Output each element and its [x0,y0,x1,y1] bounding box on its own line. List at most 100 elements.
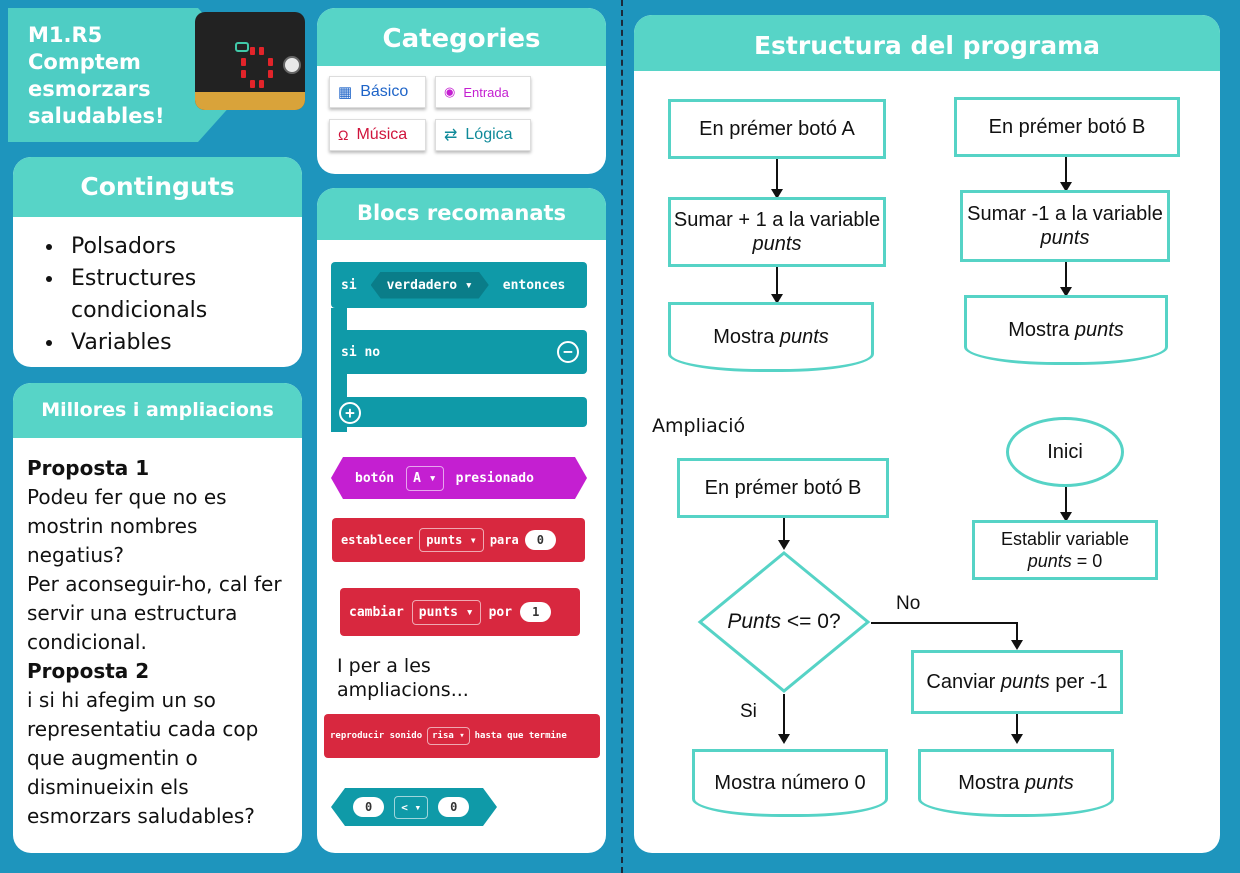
button-keyword: botón [355,470,395,486]
list-item: Polsadors [65,231,302,263]
category-label: Entrada [463,84,509,100]
then-keyword: entonces [502,277,566,293]
dashed-divider [621,0,623,873]
no-label: No [896,593,921,614]
microbit-button-b [283,56,301,74]
category-label: Música [356,126,408,143]
value-input[interactable]: 1 [520,602,552,622]
else-keyword: si no [341,344,381,360]
no-branch-line [871,622,1017,624]
if-block-bottom: + [331,397,587,427]
proposta-1-text-2: Per aconseguir-ho, cal fer servir una es… [27,572,282,654]
if-block-top: si verdadero ▾ entonces [331,262,587,308]
plus-circle-icon[interactable]: + [339,402,361,424]
ampliacions-note: I per a les ampliacions... [337,655,469,701]
to-keyword: para [489,533,519,547]
event-button-b: En prémer botó B [954,97,1180,157]
until-keyword: hasta que termine [474,731,567,741]
continguts-card: Continguts Polsadors Estructures condici… [13,157,302,367]
change-variable-action: Canviar punts per -1 [911,650,1123,714]
grid-icon: ▦ [338,84,353,101]
blocs-heading: Blocs recomanats [317,188,606,240]
operator-dropdown[interactable]: < ▾ [394,796,428,819]
title-banner: M1.R5 Comptem esmorzars saludables! [8,8,258,142]
arrow [1011,622,1023,650]
button-pressed-block[interactable]: botón A ▾ presionado [331,457,587,499]
right-operand[interactable]: 0 [438,797,469,817]
category-logica[interactable]: ⇄Lógica [435,119,531,151]
sound-dropdown[interactable]: risa ▾ [427,727,470,745]
set-variable-block[interactable]: establecer punts ▾ para 0 [332,518,585,562]
proposta-1-text: Podeu fer que no es mostrin nombres nega… [27,485,227,567]
play-sound-block[interactable]: reproducir sonido risa ▾ hasta que termi… [324,714,600,758]
output-show-a: Mostra punts [668,302,874,372]
left-operand[interactable]: 0 [353,797,384,817]
proposta-1-title: Proposta 1 [27,456,150,480]
change-keyword: cambiar [349,604,404,620]
if-keyword: si [341,277,357,293]
title-line: M1.R5 [28,23,103,47]
millores-heading: Millores i ampliacions [13,383,302,438]
microbit-logo [235,42,249,52]
target-icon: ◉ [444,84,456,99]
if-block[interactable]: si verdadero ▾ entonces si no − + [331,262,587,437]
title-line: esmorzars [28,77,151,101]
ampliacio-label: Ampliació [652,415,746,437]
else-section: si no − [331,330,587,374]
start-node: Inici [1006,417,1124,487]
page-title: M1.R5 Comptem esmorzars saludables! [28,22,165,130]
arrow [771,159,783,199]
categories-card: Categories ▦ Básico ◉ Entrada Ω Música ⇄Lóg… [317,8,606,174]
arrow [778,518,790,550]
millores-card: Millores i ampliacions Proposta 1 Podeu … [13,383,302,853]
estructura-card: Estructura del programa En prémer botó A… [634,15,1220,853]
title-line: saludables! [28,104,165,128]
event-button-b-ext: En prémer botó B [677,458,889,518]
category-entrada[interactable]: ◉ Entrada [435,76,531,108]
si-label: Si [740,701,757,722]
headphones-icon: Ω [338,127,349,143]
set-keyword: establecer [341,533,414,547]
continguts-heading: Continguts [13,157,302,217]
compare-block[interactable]: 0 < ▾ 0 [331,788,497,826]
by-keyword: por [488,604,513,620]
title-line: Comptem [28,50,141,74]
output-show-b: Mostra punts [964,295,1168,365]
microbit-image [195,12,305,110]
variable-dropdown[interactable]: punts ▾ [411,599,481,625]
category-label: Lógica [465,126,513,143]
list-item: Variables [65,327,302,359]
arrow [1060,262,1072,297]
millores-body: Proposta 1 Podeu fer que no es mostrin n… [13,438,302,831]
continguts-list: Polsadors Estructures condicionals Varia… [13,231,302,359]
proposta-2-title: Proposta 2 [27,659,150,683]
category-label: Básico [360,83,409,100]
minus-circle-icon[interactable]: − [557,341,579,363]
arrow [1060,487,1072,522]
list-item: Estructures condicionals [65,263,302,327]
play-keyword: reproducir sonido [330,731,423,741]
action-sum-a: Sumar + 1 a la variable punts [668,197,886,267]
event-button-a: En prémer botó A [668,99,886,159]
button-dropdown[interactable]: A ▾ [406,466,443,491]
blocs-card: Blocs recomanats si verdadero ▾ entonces… [317,188,606,853]
condition-dropdown[interactable]: verdadero ▾ [371,272,489,299]
change-variable-block[interactable]: cambiar punts ▾ por 1 [340,588,580,636]
category-basico[interactable]: ▦ Básico [329,76,426,108]
output-show-zero: Mostra número 0 [692,749,888,817]
pressed-keyword: presionado [455,470,534,486]
arrow [778,694,790,744]
proposta-2-text: i si hi afegim un so representatiu cada … [27,688,259,828]
action-sum-b: Sumar -1 a la variable punts [960,190,1170,262]
output-show-punts: Mostra punts [918,749,1114,817]
value-input[interactable]: 0 [524,530,556,550]
category-musica[interactable]: Ω Música [329,119,426,151]
diamond-shape [697,551,871,693]
arrow [1011,714,1023,744]
categories-heading: Categories [317,8,606,66]
estructura-heading: Estructura del programa [634,15,1220,71]
variable-dropdown[interactable]: punts ▾ [419,528,484,552]
decision-node: Punts <= 0? [697,550,871,694]
arrow [1060,157,1072,192]
